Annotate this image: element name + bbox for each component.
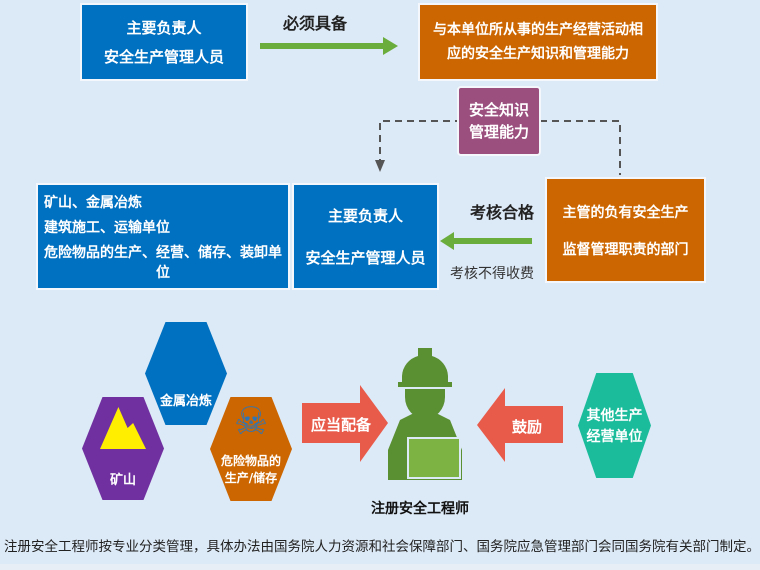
- industry-item: 矿山、金属冶炼: [44, 194, 142, 211]
- dashed-connector: [379, 120, 621, 175]
- hazard-line1: 危险物品的: [220, 454, 281, 468]
- must-have-arrow: [260, 37, 398, 55]
- engineer-label: 注册安全工程师: [371, 501, 469, 517]
- knowledge-ability-box: 安全知识 管理能力: [457, 86, 541, 156]
- principal-box-center: 主要负责人 安全生产管理人员: [292, 183, 439, 290]
- skull-crossbones-icon: ☠: [233, 399, 269, 443]
- no-fee-label: 考核不得收费: [450, 266, 534, 282]
- safety-manager-label: 安全生产管理人员: [103, 48, 224, 66]
- requirement-line1: 与本单位所从事的生产经营活动相: [433, 22, 643, 38]
- mine-label: 矿山: [109, 473, 136, 488]
- should-equip-label: 应当配备: [311, 416, 372, 434]
- dept-line1: 主管的负有安全生产: [562, 204, 689, 221]
- hazard-line2: 生产/储存: [224, 471, 278, 485]
- industry-item: 危险物品的生产、经营、储存、装卸单位: [44, 244, 282, 281]
- principal-box-top: 主要负责人 安全生产管理人员: [80, 3, 248, 81]
- principal-label: 主要负责人: [327, 207, 403, 226]
- must-have-label: 必须具备: [283, 14, 348, 33]
- assessment-pass-label: 考核合格: [470, 203, 535, 222]
- hex-metal-smelting: 金属冶炼: [145, 322, 227, 425]
- bottom-strip: [0, 564, 760, 570]
- knowledge-requirement-box: 与本单位所从事的生产经营活动相 应的安全生产知识和管理能力: [418, 3, 658, 81]
- arrow-encourage: [477, 388, 563, 462]
- principal-label: 主要负责人: [126, 19, 202, 37]
- down-arrow-head: [375, 160, 385, 172]
- other-line1: 其他生产: [586, 408, 643, 424]
- requirement-line2: 应的安全生产知识和管理能力: [447, 46, 629, 62]
- mountain-icon: [100, 407, 146, 449]
- arrow-should-equip: [302, 385, 388, 462]
- hex-other-units: 其他生产经营单位: [578, 373, 651, 478]
- safety-manager-label: 安全生产管理人员: [305, 248, 426, 267]
- encourage-label: 鼓励: [512, 418, 543, 436]
- supervision-dept-box: 主管的负有安全生产 监督管理职责的部门: [545, 177, 706, 283]
- pass-arrow: [440, 232, 532, 250]
- footer-note: 注册安全工程师按专业分类管理，具体办法由国务院人力资源和社会保障部门、国务院应急…: [4, 539, 760, 555]
- industries-box: 矿山、金属冶炼 建筑施工、运输单位 危险物品的生产、经营、储存、装卸单位: [36, 183, 290, 290]
- engineer-icon: [388, 348, 462, 480]
- industry-item: 建筑施工、运输单位: [44, 219, 170, 236]
- ability-label: 管理能力: [468, 123, 529, 141]
- other-line2: 经营单位: [586, 429, 643, 445]
- metal-label: 金属冶炼: [159, 394, 212, 409]
- knowledge-label: 安全知识: [468, 101, 529, 119]
- dept-line2: 监督管理职责的部门: [562, 241, 689, 258]
